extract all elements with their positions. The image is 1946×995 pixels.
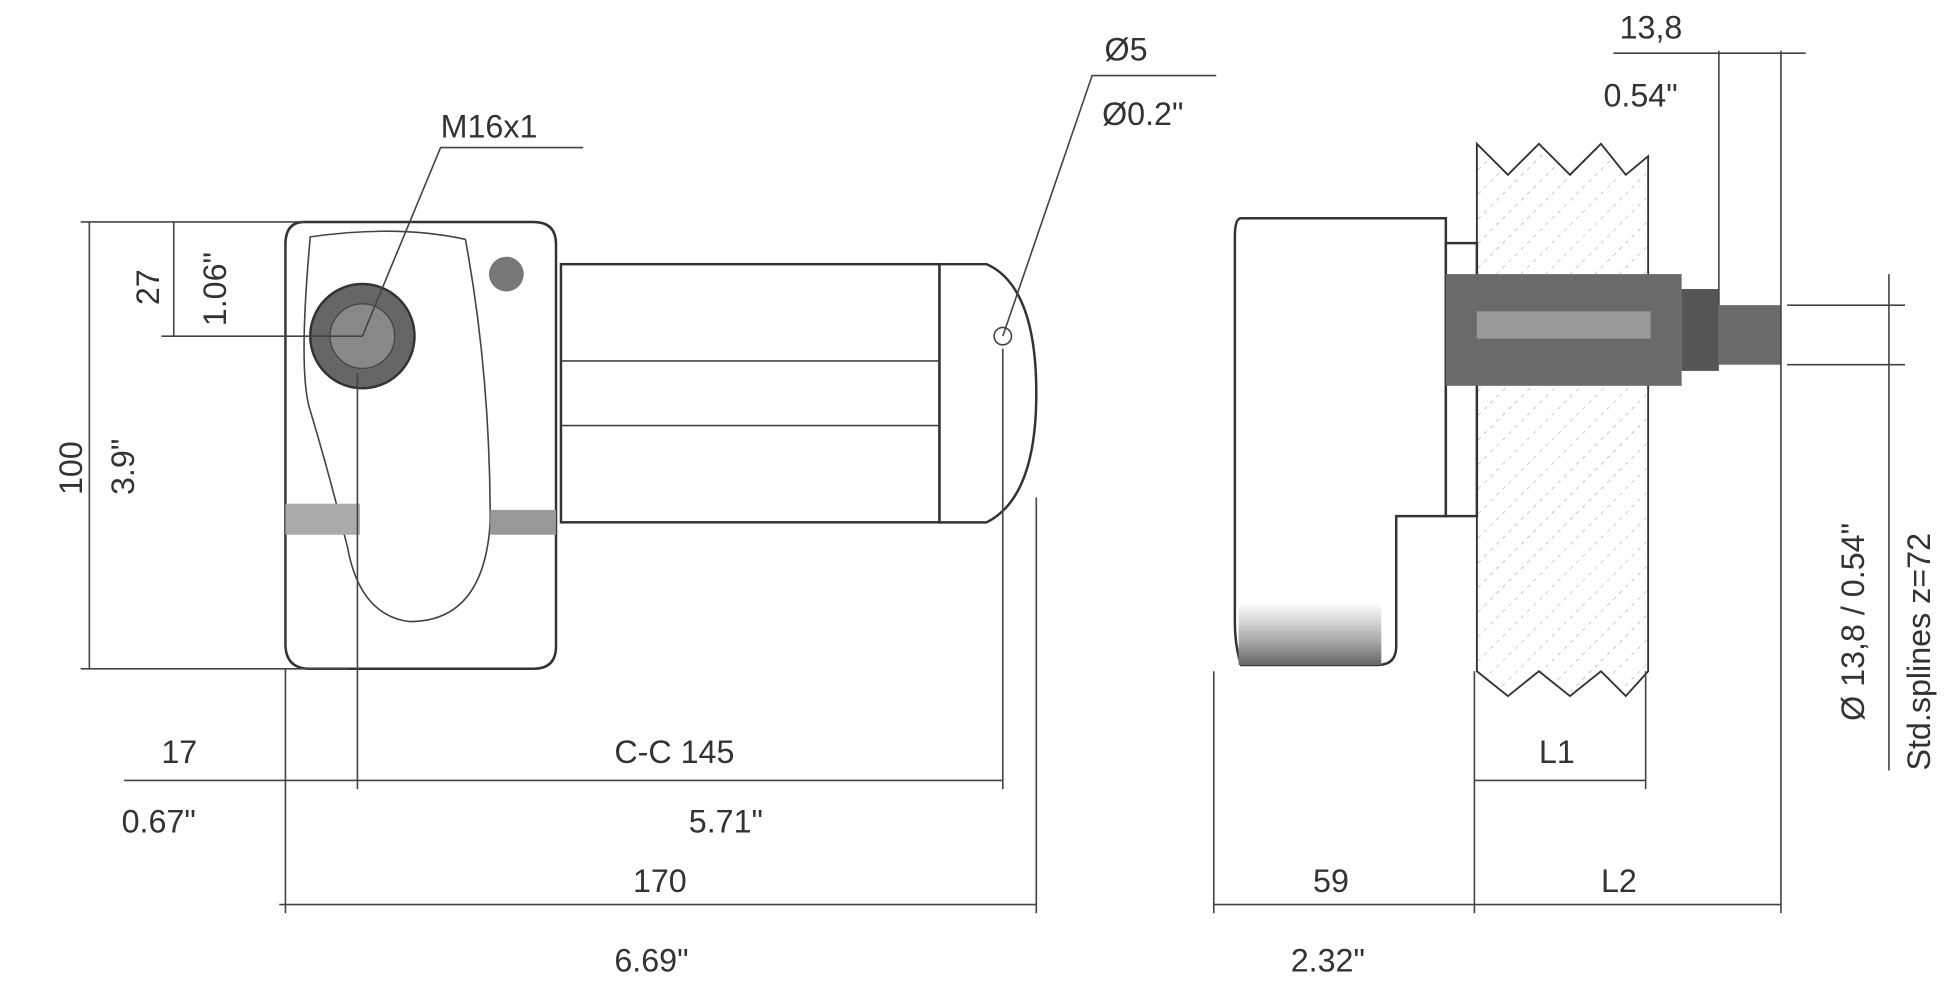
housing-shade-right <box>490 509 556 535</box>
thread-icon <box>1476 311 1651 339</box>
spline-standard-label: Std.splines z=72 <box>1901 533 1937 771</box>
offset-in-label: 1.06" <box>197 252 233 326</box>
l1-label: L1 <box>1539 734 1575 770</box>
housing-shade <box>285 503 360 535</box>
edge-mm-label: 17 <box>161 734 197 770</box>
depth-mm-label: 59 <box>1313 863 1349 899</box>
side-view: 13,8 0.54" Ø 13,8 / 0.54" Std.splines z=… <box>1212 9 1937 979</box>
mounting-panel <box>1475 141 1650 698</box>
depth-in-label: 2.32" <box>1291 943 1365 979</box>
height-mm-label: 100 <box>53 441 89 495</box>
hole-mm-label: Ø5 <box>1105 32 1148 68</box>
shaft-mm-label: 13,8 <box>1620 9 1683 45</box>
shaft-in-label: 0.54" <box>1603 78 1677 114</box>
gearbox-housing <box>284 220 558 671</box>
motor-end-cap <box>938 262 1038 524</box>
front-view: M16x1 Ø5 Ø0.2" 27 1.06" 100 3.9" 17 0.67… <box>53 32 1217 979</box>
spline-shaft <box>1718 305 1781 365</box>
edge-in-label: 0.67" <box>122 804 196 840</box>
length-mm-label: 170 <box>633 863 687 899</box>
housing-shade <box>1238 602 1382 666</box>
motor-body <box>559 262 941 524</box>
hole-in-label: Ø0.2" <box>1102 96 1183 132</box>
crank-arm <box>303 230 492 623</box>
connector-icon <box>488 256 524 292</box>
thread-label: M16x1 <box>441 109 538 145</box>
length-in-label: 6.69" <box>614 943 688 979</box>
offset-mm-label: 27 <box>130 269 166 305</box>
l2-label: L2 <box>1601 863 1637 899</box>
height-in-label: 3.9" <box>105 439 141 495</box>
cc-mm-label: C-C 145 <box>614 734 734 770</box>
cc-in-label: 5.71" <box>689 804 763 840</box>
spline-diameter-label: Ø 13,8 / 0.54" <box>1835 523 1871 721</box>
side-housing <box>1233 217 1448 667</box>
hole-icon <box>993 326 1013 346</box>
